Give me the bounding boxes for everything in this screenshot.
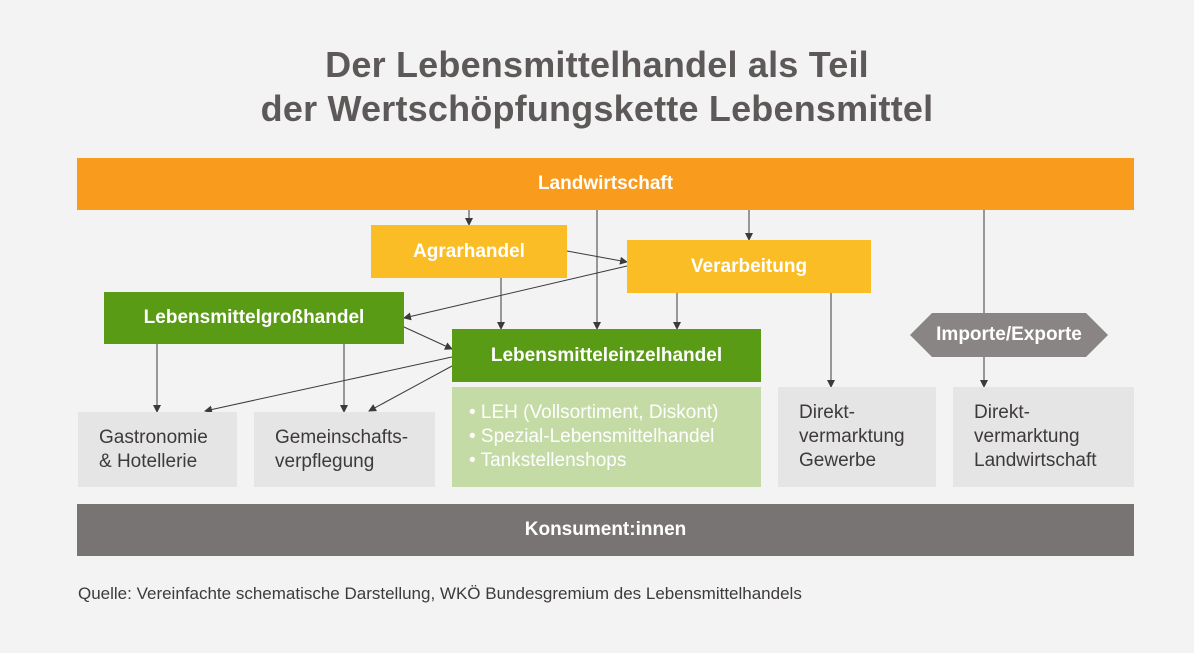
title-line-1: Der Lebensmittelhandel als Teil <box>325 44 869 85</box>
arrow-agrarhandel-verarbeitung <box>566 250 628 265</box>
arrow-verarbeitung-grosshandel <box>403 265 628 321</box>
outlet-line: vermarktung <box>974 426 1080 447</box>
outlet-line: Gastronomie <box>99 426 208 448</box>
node-konsumenten: Konsument:innen <box>77 504 1134 556</box>
outlet-line: Landwirtschaft <box>974 450 1097 471</box>
node-agrarhandel-label: Agrarhandel <box>413 240 525 262</box>
node-verarbeitung: Verarbeitung <box>627 240 871 293</box>
einzelhandel-item: • Tankstellenshops <box>469 450 627 471</box>
node-einzelhandel-label: Lebensmitteleinzelhandel <box>490 344 723 366</box>
outlet-line: Gemeinschafts- <box>275 426 409 448</box>
outlet-line: Direkt- <box>974 402 1030 423</box>
node-einzelhandel: Lebensmitteleinzelhandel <box>452 329 761 382</box>
importe-exporte-label: Importe/Exporte <box>936 324 1082 345</box>
einzelhandel-item: • LEH (Vollsortiment, Diskont) <box>469 402 719 423</box>
arrow-einzelhandel-gemeinschaft <box>368 365 453 412</box>
einzelhandel-details: • LEH (Vollsortiment, Diskont) • Spezial… <box>452 387 761 487</box>
node-grosshandel-label: Lebensmittelgroßhandel <box>143 307 365 328</box>
outlet-gastronomie: Gastronomie & Hotellerie <box>78 412 237 487</box>
node-konsumenten-label: Konsument:innen <box>524 519 687 540</box>
outlet-line: & Hotellerie <box>99 450 198 472</box>
source-note: Quelle: Vereinfachte schematische Darste… <box>78 584 802 603</box>
arrow-einzelhandel-gastronomie <box>204 356 453 414</box>
outlet-line: Gewerbe <box>799 450 877 471</box>
node-verarbeitung-label: Verarbeitung <box>690 255 808 277</box>
outlet-gemeinschaftsverpflegung: Gemeinschafts- verpflegung <box>254 412 435 487</box>
outlet-line: verpflegung <box>275 450 375 472</box>
node-agrarhandel: Agrarhandel <box>371 225 567 278</box>
node-landwirtschaft: Landwirtschaft <box>77 158 1134 210</box>
einzelhandel-item: • Spezial-Lebensmittelhandel <box>469 426 715 447</box>
outlet-line: Direkt- <box>799 402 855 423</box>
arrow-grosshandel-einzelhandel <box>403 326 453 350</box>
title-line-2: der Wertschöpfungskette Lebensmittel <box>260 88 934 129</box>
node-grosshandel: Lebensmittelgroßhandel <box>104 292 404 344</box>
outlet-direktvermarktung-landwirtschaft: Direkt- vermarktung Landwirtschaft <box>953 387 1134 487</box>
outlet-direktvermarktung-gewerbe: Direkt- vermarktung Gewerbe <box>778 387 936 487</box>
outlet-line: vermarktung <box>799 426 905 447</box>
node-landwirtschaft-label: Landwirtschaft <box>537 173 674 194</box>
importe-exporte-arrow <box>910 313 1108 357</box>
